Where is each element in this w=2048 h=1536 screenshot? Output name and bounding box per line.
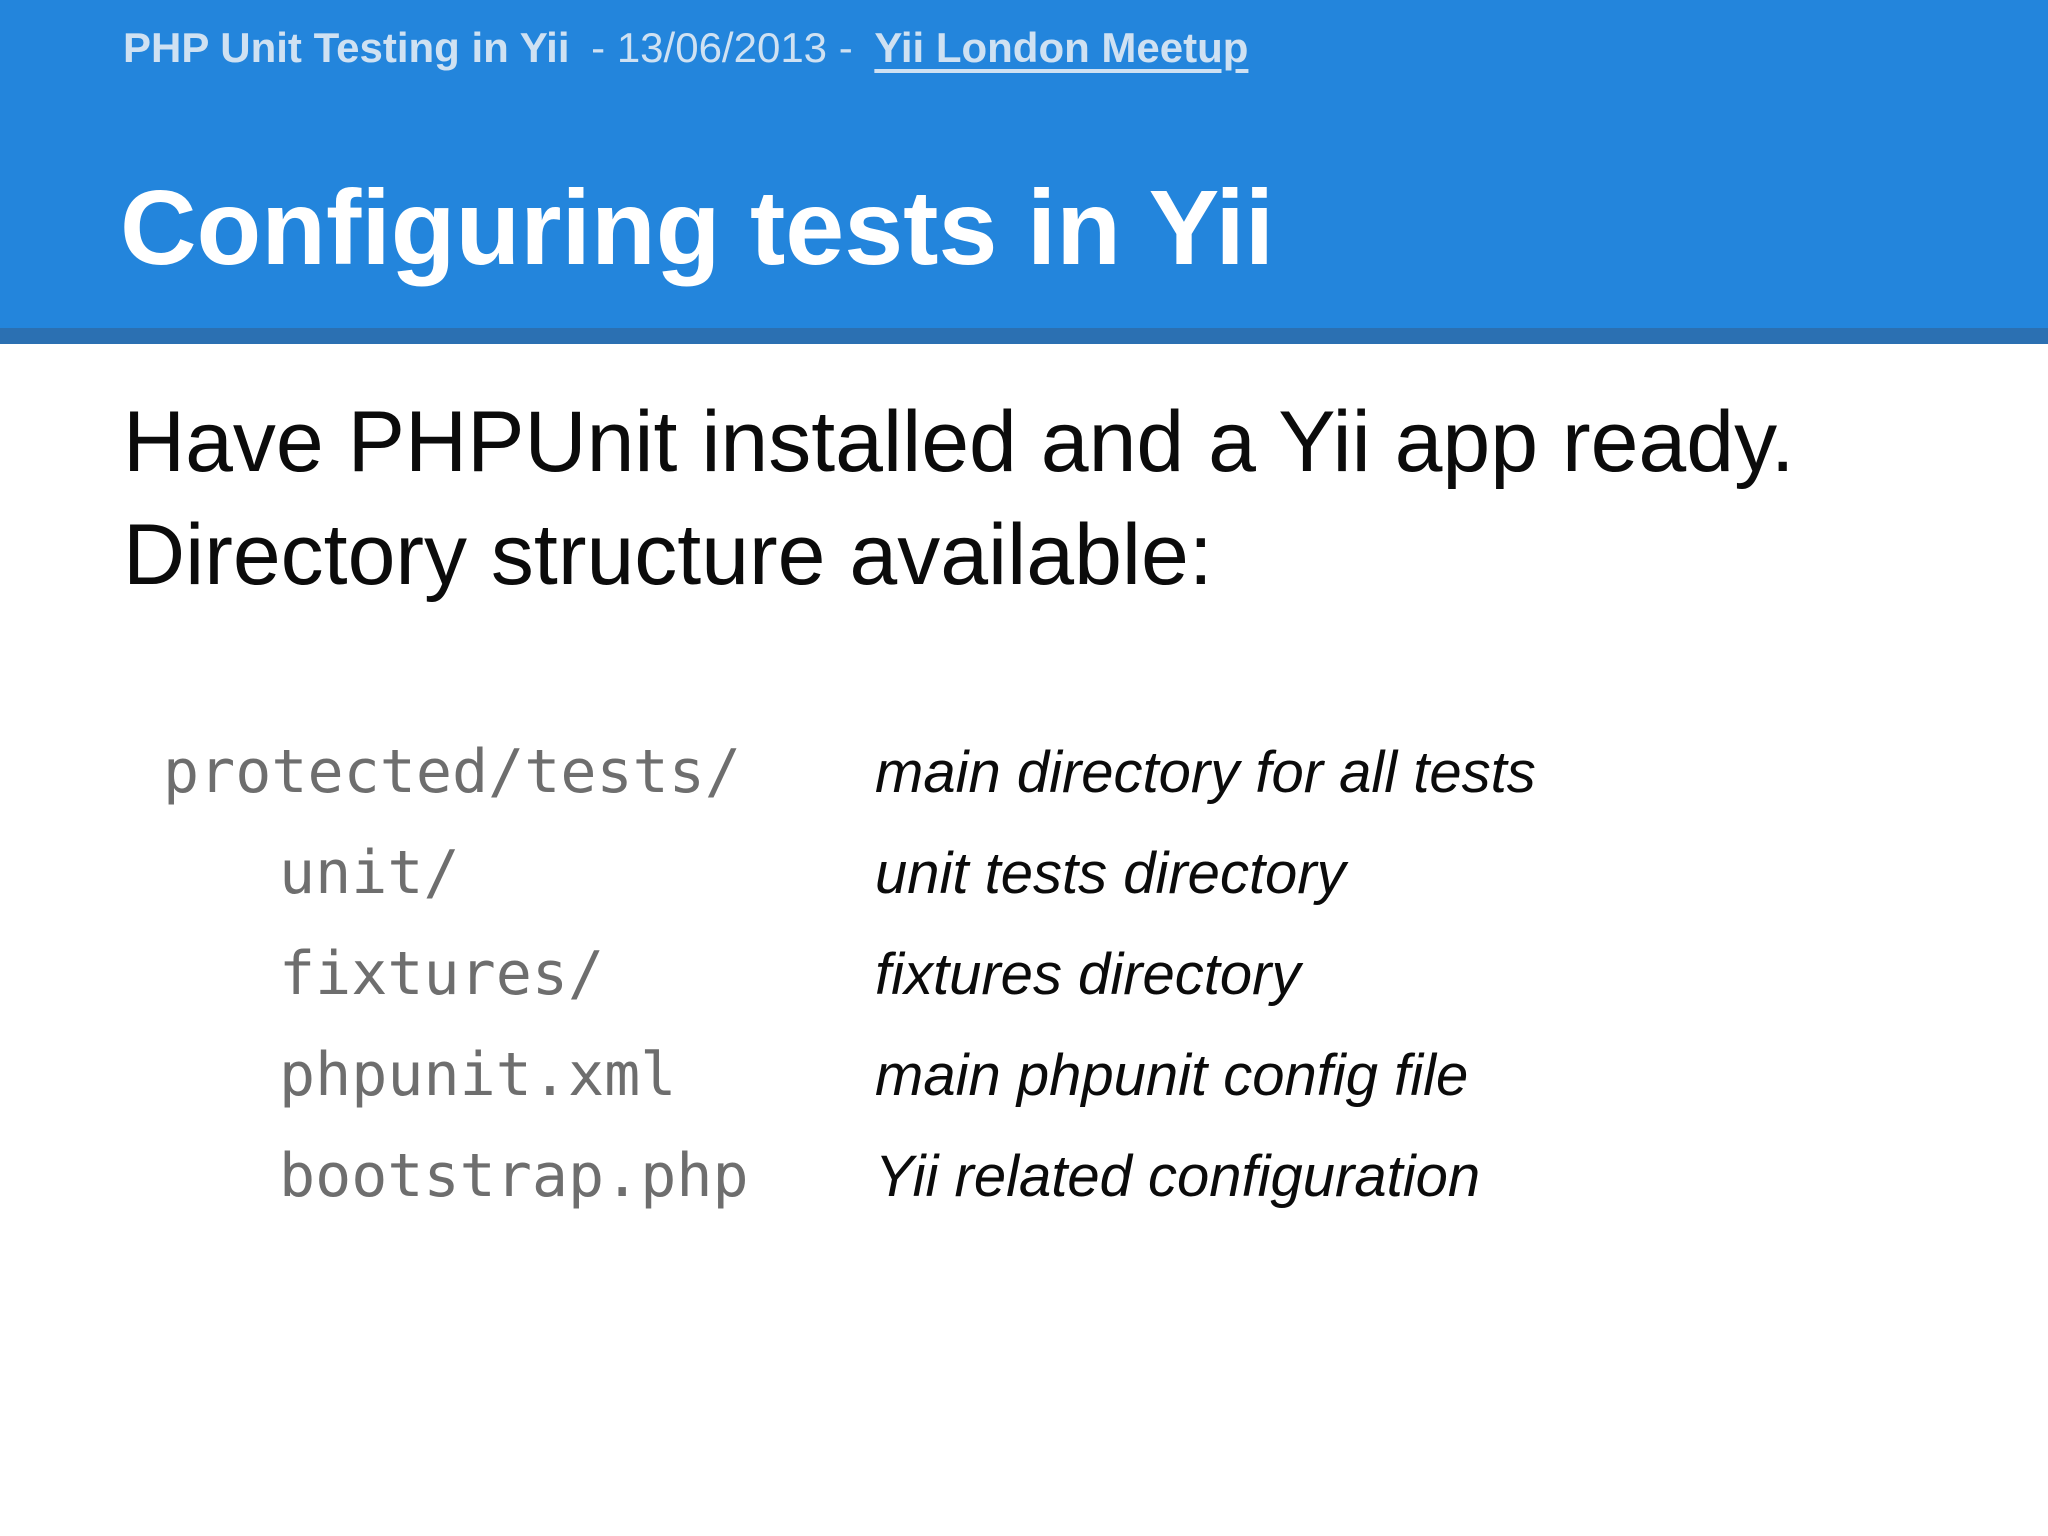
dir-path: phpunit.xml xyxy=(279,1040,677,1110)
header-band: PHP Unit Testing in Yii - 13/06/2013 - Y… xyxy=(0,0,2048,344)
intro-line-1: Have PHPUnit installed and a Yii app rea… xyxy=(123,394,1795,490)
slide-title: Configuring tests in Yii xyxy=(120,169,1275,287)
dir-path: protected/tests/ xyxy=(163,737,741,807)
meetup-link[interactable]: Yii London Meetup xyxy=(874,24,1249,71)
intro-line-2: Directory structure available: xyxy=(123,507,1213,603)
dir-description: main directory for all tests xyxy=(875,740,1536,805)
slide-meta: PHP Unit Testing in Yii - 13/06/2013 - Y… xyxy=(123,24,1248,72)
dir-row: bootstrap.php Yii related configuration xyxy=(123,1126,1923,1227)
dir-path: fixtures/ xyxy=(279,939,605,1009)
intro-paragraph: Have PHPUnit installed and a Yii app rea… xyxy=(123,386,1795,612)
dir-row: unit/ unit tests directory xyxy=(123,823,1923,924)
directory-list: protected/tests/ main directory for all … xyxy=(123,722,1923,1227)
dir-path: bootstrap.php xyxy=(279,1141,749,1211)
dir-row: protected/tests/ main directory for all … xyxy=(123,722,1923,823)
dir-path: unit/ xyxy=(279,838,460,908)
presentation-title: PHP Unit Testing in Yii xyxy=(123,24,570,71)
dir-description: Yii related configuration xyxy=(875,1144,1481,1209)
dir-description: fixtures directory xyxy=(875,942,1301,1007)
dir-description: main phpunit config file xyxy=(875,1043,1469,1108)
dir-row: phpunit.xml main phpunit config file xyxy=(123,1025,1923,1126)
dir-row: fixtures/ fixtures directory xyxy=(123,924,1923,1025)
meta-date-segment: - 13/06/2013 - xyxy=(591,24,853,71)
dir-description: unit tests directory xyxy=(875,841,1346,906)
